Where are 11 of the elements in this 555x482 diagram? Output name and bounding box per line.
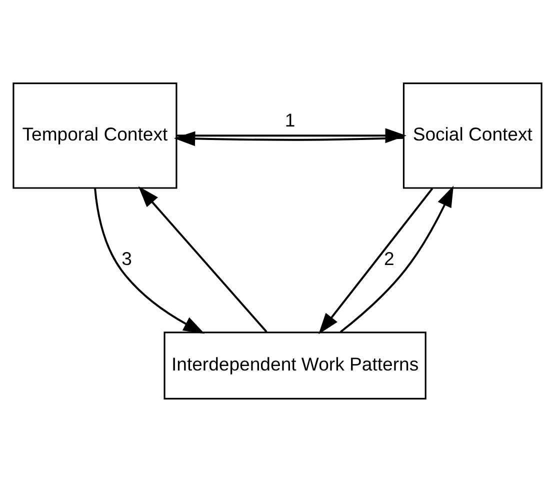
edge-label: 1 (284, 110, 296, 131)
edge-label: 2 (384, 248, 394, 270)
arrow (174, 131, 404, 146)
arrow (340, 186, 454, 333)
arrow (94, 188, 205, 334)
node-box: Temporal Context (12, 82, 178, 189)
edge-label: 3 (122, 248, 132, 270)
node-box: Interdependent Work Patterns (164, 332, 426, 400)
node-box: Social Context (402, 82, 542, 189)
arrow (138, 186, 268, 332)
arrow (318, 188, 434, 334)
